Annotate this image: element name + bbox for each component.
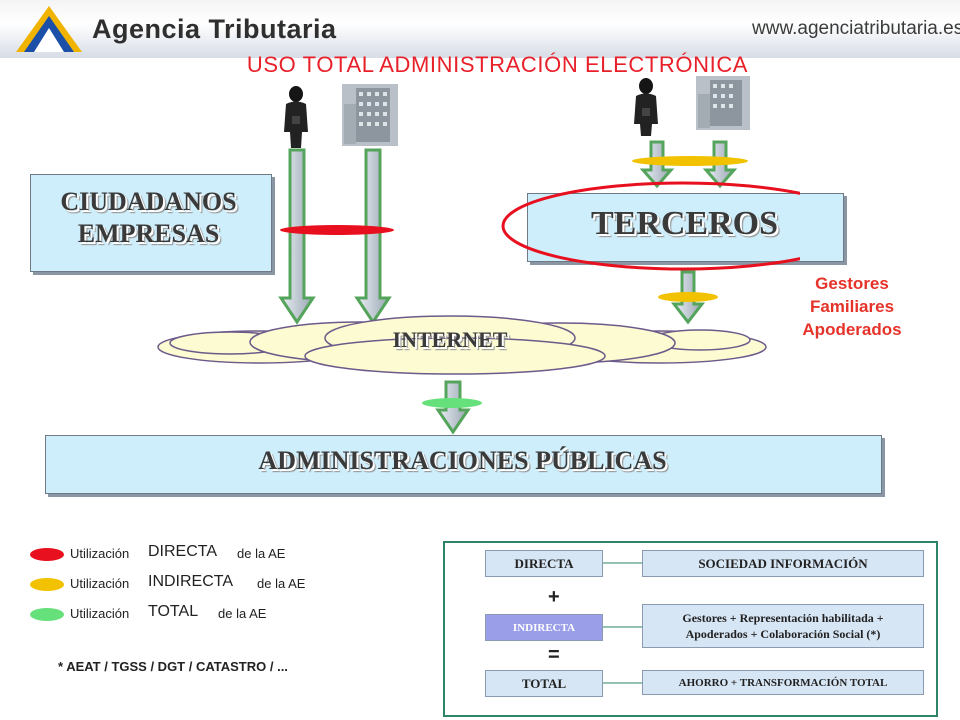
indirect-use-marker-mid (658, 292, 718, 302)
legend-total: Utilización TOTAL de la AE (30, 603, 450, 626)
site-url[interactable]: www.agenciatributaria.es (752, 18, 960, 39)
legend-directa: Utilización DIRECTA de la AE (30, 543, 450, 566)
green-dot-icon (30, 608, 64, 621)
gestores-line-2: Apoderados + Colaboración Social (*) (685, 627, 881, 641)
agency-logo-icon (16, 6, 82, 52)
administraciones-panel (45, 435, 882, 494)
indirect-use-marker-top (632, 156, 748, 166)
direct-use-marker (280, 225, 394, 235)
empresas-label: EMPRESAS (77, 219, 220, 248)
indirecta-box: INDIRECTA (485, 614, 603, 641)
directa-box: DIRECTA (485, 550, 603, 577)
gestores-list: Gestores Familiares Apoderados (782, 272, 922, 341)
legend-suffix: de la AE (218, 606, 267, 621)
summary-box (443, 541, 938, 717)
internet-cloud (157, 315, 767, 375)
familiares-item: Familiares (809, 297, 895, 316)
person-icon (284, 86, 308, 148)
person-icon (634, 78, 658, 136)
red-dot-icon (30, 548, 64, 561)
arrow-ciudadanos-internet (278, 148, 316, 325)
gestores-line-1: Gestores + Representación habilitada + (682, 611, 884, 625)
building-icon (342, 84, 398, 146)
total-box: TOTAL (485, 670, 603, 697)
plus-sign: + (548, 586, 560, 608)
legend-prefix: Utilización (70, 546, 130, 561)
administraciones-label: ADMINISTRACIONES PÚBLICAS (258, 446, 667, 475)
building-icon (696, 76, 750, 130)
legend-prefix: Utilización (70, 606, 130, 621)
footnote: * AEAT / TGSS / DGT / CATASTRO / ... (58, 659, 288, 674)
equals-sign: = (548, 644, 560, 666)
total-use-marker (422, 398, 482, 408)
legend-key: DIRECTA (148, 543, 218, 560)
legend-suffix: de la AE (257, 576, 306, 591)
gestores-item: Gestores (815, 274, 889, 293)
ciudadanos-empresas-label: CIUDADANOS EMPRESAS (36, 186, 261, 250)
arrow-empresas-internet (354, 148, 392, 325)
terceros-highlight-ellipse (501, 181, 800, 271)
yellow-dot-icon (30, 578, 64, 591)
ciudadanos-label: CIUDADANOS (60, 187, 237, 216)
gestores-representacion-box: Gestores + Representación habilitada + A… (642, 604, 924, 648)
legend-key: TOTAL (148, 603, 199, 620)
page-title: USO TOTAL ADMINISTRACIÓN ELECTRÓNICA (246, 52, 749, 77)
terceros-panel (527, 193, 844, 262)
sociedad-informacion-box: SOCIEDAD INFORMACIÓN (642, 550, 924, 577)
internet-label: INTERNET (392, 327, 508, 352)
header-bar (0, 0, 960, 58)
ciudadanos-empresas-panel (30, 174, 272, 272)
apoderados-item: Apoderados (802, 320, 902, 339)
terceros-label: TERCEROS (590, 205, 779, 242)
legend-suffix: de la AE (237, 546, 286, 561)
summary-connectors (603, 562, 642, 684)
ahorro-box: AHORRO + TRANSFORMACIÓN TOTAL (642, 670, 924, 695)
logo-text: Agencia Tributaria (92, 14, 337, 44)
legend-prefix: Utilización (70, 576, 130, 591)
legend-key: INDIRECTA (148, 573, 234, 590)
legend-indirecta: Utilización INDIRECTA de la AE (30, 573, 450, 596)
